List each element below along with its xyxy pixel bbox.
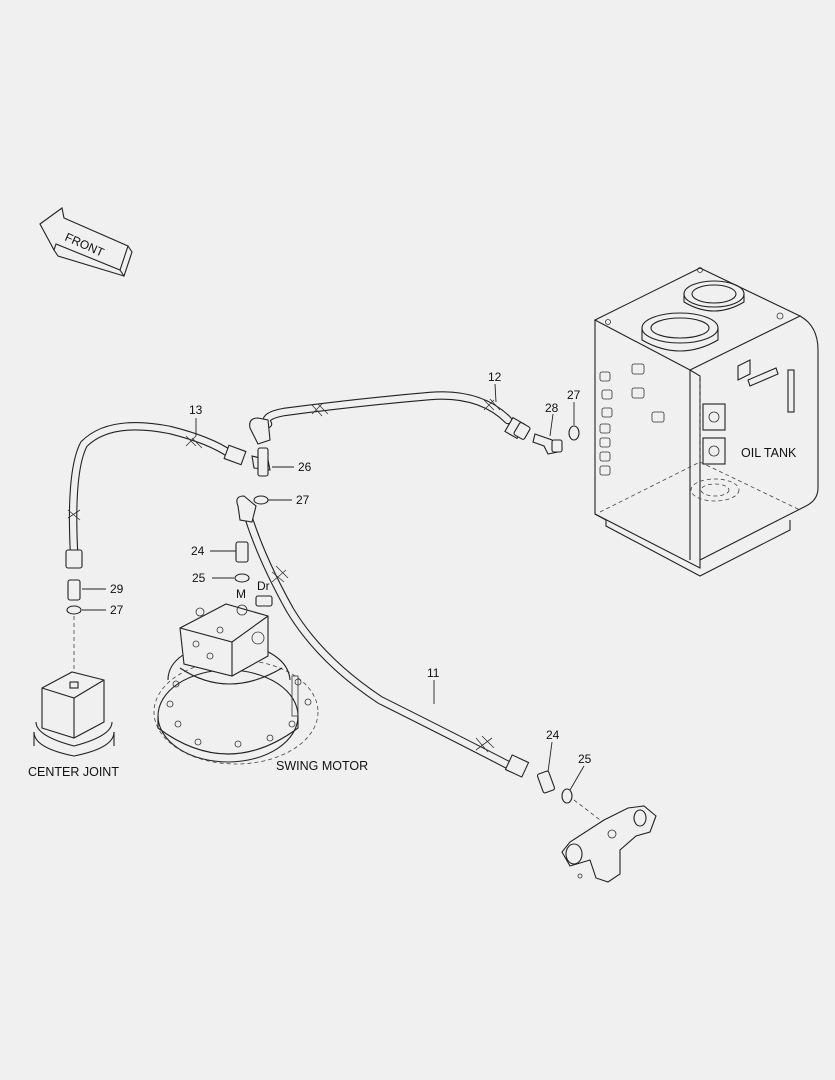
- callout-13: 13: [189, 403, 203, 417]
- o-ring-25-outlet: [561, 788, 573, 804]
- port-dr-label: Dr: [257, 579, 270, 593]
- callout-27-center: 27: [110, 603, 124, 617]
- connector-24-outlet: [536, 770, 556, 794]
- oil-tank: [593, 267, 819, 577]
- hose-11: [236, 495, 530, 778]
- callout-27-tank: 27: [567, 388, 581, 402]
- elbow-fitting-28: [532, 433, 563, 455]
- callout-26: 26: [298, 460, 312, 474]
- callout-11: 11: [427, 666, 440, 680]
- o-ring-25-motor: [234, 573, 250, 583]
- swing-motor-label: SWING MOTOR: [276, 759, 368, 773]
- o-ring-27-tank: [568, 425, 580, 441]
- o-ring-27-tee: [253, 495, 269, 505]
- connector-24-motor: [235, 541, 249, 563]
- callout-25-motor: 25: [192, 571, 206, 585]
- hose-12: [249, 391, 531, 445]
- connector-29: [67, 579, 81, 601]
- port-m-label: M: [236, 587, 246, 601]
- outlet-flange-fitting: [561, 799, 657, 883]
- hose-13: [65, 421, 247, 569]
- tee-fitting-26: [251, 447, 271, 477]
- front-arrow-icon: [39, 207, 133, 278]
- callout-27-tee: 27: [296, 493, 310, 507]
- callout-28: 28: [545, 401, 559, 415]
- callout-29: 29: [110, 582, 124, 596]
- callout-25-outlet: 25: [578, 752, 592, 766]
- center-joint: [33, 616, 115, 757]
- callout-24-motor: 24: [191, 544, 205, 558]
- callout-leaders: [82, 383, 585, 791]
- callout-12: 12: [488, 370, 502, 384]
- o-ring-27-center: [66, 605, 82, 615]
- oil-tank-label: OIL TANK: [741, 446, 797, 460]
- swing-motor: [153, 595, 319, 765]
- center-joint-label: CENTER JOINT: [28, 765, 119, 779]
- callout-24-outlet: 24: [546, 728, 560, 742]
